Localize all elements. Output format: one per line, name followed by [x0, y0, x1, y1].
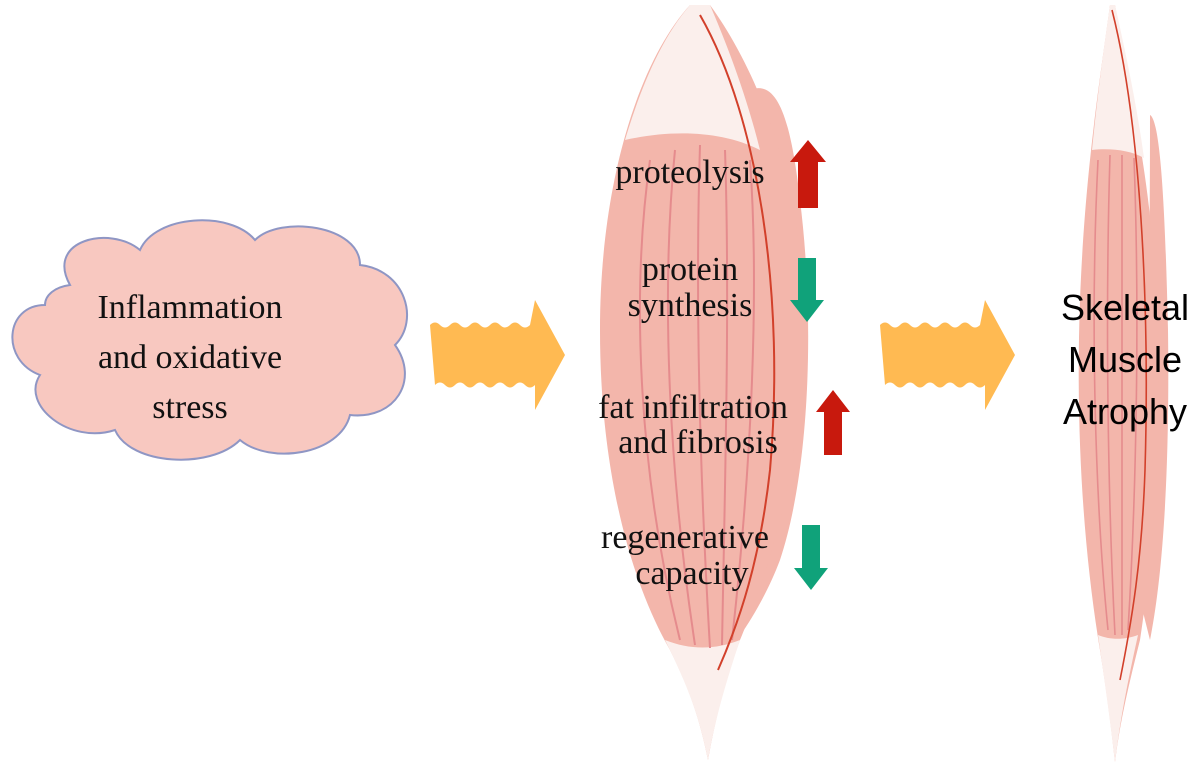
down-arrow-icon: [790, 258, 824, 322]
effect-label: fat infiltration: [598, 389, 788, 426]
cause-line-3: stress: [152, 389, 228, 426]
effect-label: proteolysis: [615, 154, 764, 191]
muscle-edge-fiber: [1111, 9, 1148, 681]
wavy-arrow-icon: [880, 300, 1015, 410]
cloud-shape: [11, 219, 409, 461]
effect-label: and fibrosis: [618, 424, 778, 461]
effect-regenerative-capacity: regenerative capacity: [601, 519, 828, 592]
muscle-tendon-top: [1092, 5, 1144, 158]
outcome-line-2: Muscle: [1068, 339, 1182, 380]
effect-proteolysis: proteolysis: [615, 140, 826, 208]
effect-protein-synthesis: protein synthesis: [628, 251, 824, 324]
up-arrow-icon: [790, 140, 826, 208]
outcome-line-1: Skeletal: [1061, 287, 1189, 328]
muscle-tendon-top: [625, 5, 760, 150]
effect-label: protein: [642, 251, 738, 288]
cause-line-2: and oxidative: [98, 339, 282, 376]
muscle-fibers: [1093, 154, 1138, 636]
normal-muscle-illustration: [600, 5, 809, 760]
effect-label: capacity: [635, 555, 748, 592]
outcome-label: Skeletal Muscle Atrophy: [1061, 287, 1189, 432]
cause-line-1: Inflammation: [97, 289, 282, 326]
effect-label: regenerative: [601, 519, 769, 556]
down-arrow-icon: [794, 525, 828, 590]
muscle-tendon-bottom: [665, 640, 740, 760]
wavy-arrow-icon: [430, 300, 565, 410]
cause-cloud: Inflammation and oxidative stress: [11, 219, 409, 461]
muscle-fibers: [639, 144, 755, 649]
effect-fat-infiltration: fat infiltration and fibrosis: [598, 389, 850, 461]
muscle-edge-fiber: [699, 14, 776, 671]
effect-label: synthesis: [628, 287, 753, 324]
muscle-belly: [1078, 5, 1159, 762]
up-arrow-icon: [816, 390, 850, 455]
atrophied-muscle-illustration: [1078, 5, 1169, 762]
outcome-line-3: Atrophy: [1063, 391, 1187, 432]
muscle-tendon-bottom: [1098, 635, 1138, 762]
